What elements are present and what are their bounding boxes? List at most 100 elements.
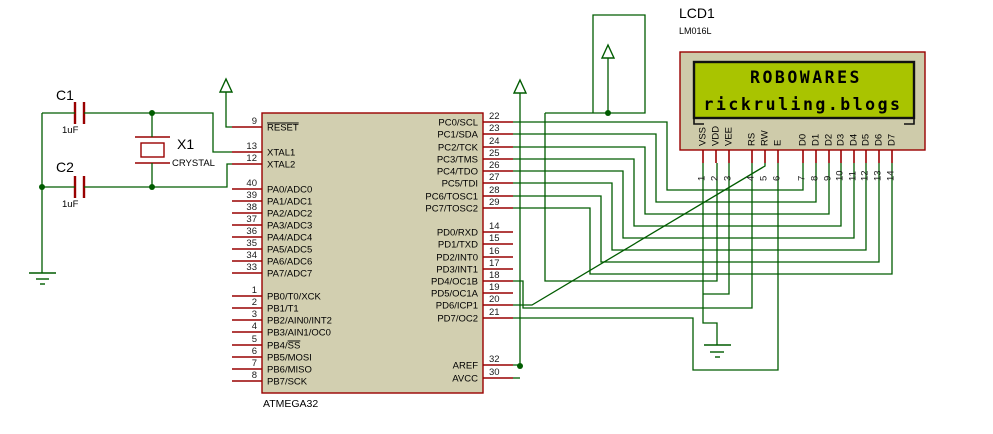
pin-number: 16	[489, 246, 500, 257]
pin-number: 26	[489, 160, 500, 171]
pin-number: 7	[252, 358, 257, 369]
junction-dot	[149, 184, 155, 190]
mcu-pin-name: PA4/ADC4	[267, 233, 312, 244]
wire[interactable]	[513, 163, 766, 306]
pin-number: 37	[246, 214, 257, 225]
pin-number: 23	[489, 123, 500, 134]
junction-dot	[605, 110, 611, 116]
junction-dot	[149, 110, 155, 116]
junction-dot	[517, 363, 523, 369]
power-arrow-avcc	[512, 78, 528, 94]
wire[interactable]	[513, 121, 804, 191]
mcu-pin-name: PC5/TDI	[442, 179, 478, 190]
mcu-pin-name: PD1/TXD	[438, 240, 478, 251]
wire[interactable]	[545, 14, 646, 114]
pin-number: 4	[252, 321, 257, 332]
c1-ref-label: C1	[56, 87, 74, 103]
pin-number: 14	[489, 221, 500, 232]
mcu-pin-name: PD4/OC1B	[431, 277, 478, 288]
mcu-pin-name: PB0/T0/XCK	[267, 292, 322, 303]
junction-dots	[39, 110, 611, 369]
wire[interactable]	[513, 158, 842, 227]
wire[interactable]	[225, 92, 232, 128]
lcd-pin-name: D5	[861, 134, 872, 146]
wire[interactable]	[703, 163, 730, 295]
mcu-part-label: ATMEGA32	[263, 398, 318, 410]
pin-number: 24	[489, 136, 500, 147]
mcu-pin-name: PD6/ICP1	[436, 301, 478, 312]
lcd-pin-name: D0	[798, 134, 809, 146]
mcu-pin-name: AVCC	[452, 374, 478, 385]
lcd-pin-name: D4	[849, 134, 860, 146]
x1-value-label: CRYSTAL	[172, 158, 215, 169]
mcu-pin-name: PB6/MISO	[267, 365, 312, 376]
lcd-pin-number: 8	[810, 176, 821, 181]
mcu-pin-name: PA3/ADC3	[267, 221, 312, 232]
pin-number: 18	[489, 270, 500, 281]
mcu-pin-name: PC4/TDO	[437, 167, 478, 178]
mcu-pin-name: PA7/ADC7	[267, 269, 312, 280]
mcu-pin-name: PB7/SCK	[267, 377, 308, 388]
mcu-pin-name: PD5/OC1A	[431, 289, 479, 300]
mcu-pin-name: PB3/AIN1/OC0	[267, 328, 331, 339]
mcu-pin-name: PB2/AIN0/INT2	[267, 316, 332, 327]
lcd-pin-number: 10	[835, 170, 846, 181]
crystal-x1[interactable]	[135, 136, 170, 164]
wire[interactable]	[513, 146, 830, 215]
lcd-pin-number: 14	[886, 170, 897, 181]
wire[interactable]	[513, 133, 817, 203]
pin-number: 21	[489, 307, 500, 318]
mcu-pin-name: XTAL2	[267, 160, 295, 171]
lcd-pin-number: 4	[746, 176, 757, 181]
mcu-pin-name: PB4/SS	[267, 341, 300, 352]
pin-number: 25	[489, 148, 500, 159]
wire[interactable]	[702, 163, 718, 345]
c1-value-label: 1uF	[62, 125, 79, 136]
wire[interactable]	[513, 163, 893, 275]
mcu-pin-name: RESET	[267, 123, 299, 134]
capacitor-c1[interactable]	[73, 102, 86, 124]
junction-dot	[39, 184, 45, 190]
mcu-pin-name: PD7/OC2	[437, 314, 478, 325]
wire[interactable]	[513, 163, 779, 371]
lcd-pin-name: VEE	[724, 127, 735, 146]
lcd-pin-name: D6	[874, 134, 885, 146]
lcd-pin-name: D3	[836, 134, 847, 146]
mcu-pin-name: PB1/T1	[267, 304, 299, 315]
mcu-pin-name: PB5/MOSI	[267, 353, 312, 364]
mcu-body[interactable]	[261, 112, 484, 394]
ground-symbol-lcd	[704, 344, 731, 358]
pin-number: 32	[489, 354, 500, 365]
mcu-pin-name: PC0/SCL	[438, 118, 478, 129]
pin-number: 17	[489, 258, 500, 269]
wire[interactable]	[84, 163, 232, 188]
mcu-pin-name: PA2/ADC2	[267, 209, 312, 220]
lcd-pin-number: 5	[759, 176, 770, 181]
pin-number: 13	[246, 141, 257, 152]
mcu-pin-name: AREF	[453, 361, 479, 372]
wire[interactable]	[513, 163, 753, 309]
mcu-pin-name: PC2/TCK	[438, 143, 479, 154]
wire[interactable]	[513, 163, 855, 239]
lcd-pin-name: D2	[824, 134, 835, 146]
c2-value-label: 1uF	[62, 199, 79, 210]
pin-number: 1	[252, 285, 257, 296]
lcd-display-line2: rickruling.blogs	[704, 95, 903, 114]
mcu-pin-name: PA0/ADC0	[267, 185, 312, 196]
lcd-pin-number: 12	[860, 170, 871, 181]
pin-number: 6	[252, 346, 257, 357]
pin-number: 36	[246, 226, 257, 237]
ground-symbol-left	[29, 272, 56, 285]
wire[interactable]	[544, 113, 718, 282]
pin-number: 33	[246, 262, 257, 273]
wire[interactable]	[513, 163, 880, 263]
wire[interactable]	[84, 112, 232, 153]
lcd-display-line1: ROBOWARES	[750, 68, 862, 87]
power-arrow-reset	[218, 77, 234, 93]
wire[interactable]	[513, 163, 867, 251]
capacitor-c2[interactable]	[73, 176, 86, 198]
lcd-pin-number: 11	[848, 171, 859, 181]
pin-number: 3	[252, 309, 257, 320]
lcd-part-label: LM016L	[679, 26, 712, 36]
